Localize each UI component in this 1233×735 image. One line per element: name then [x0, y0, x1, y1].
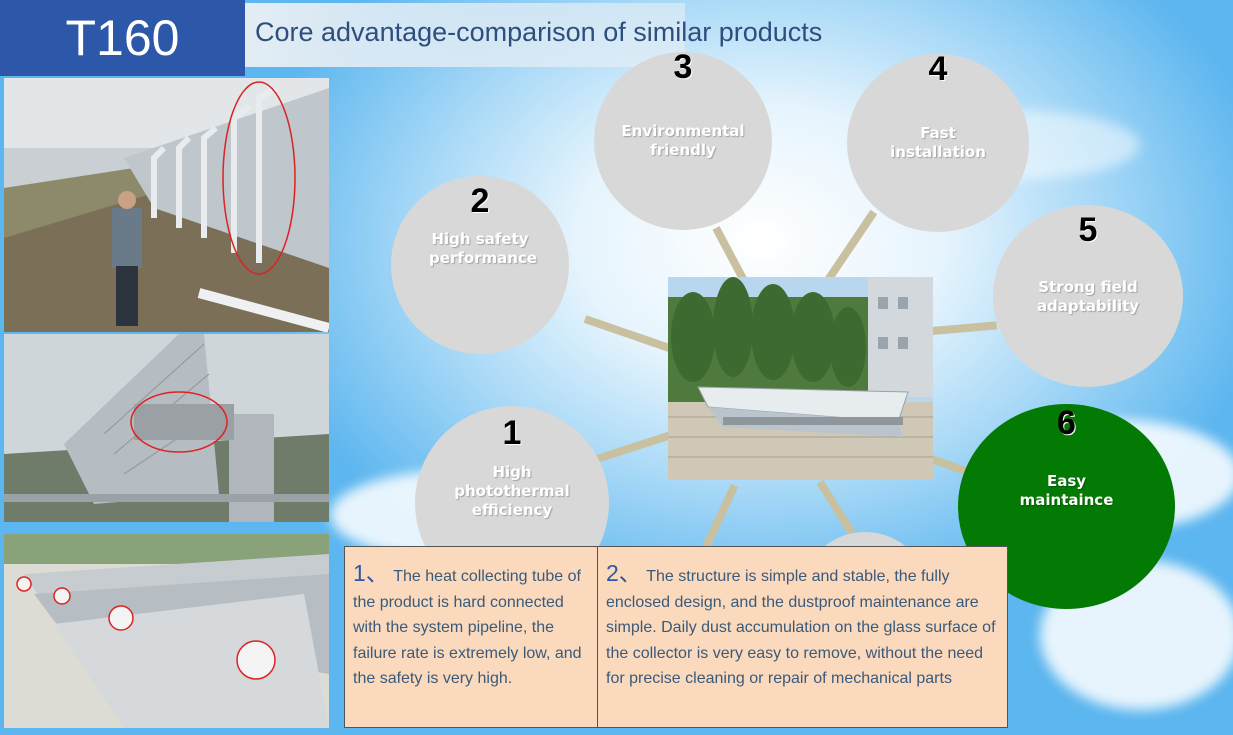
advantage-number: 2	[470, 182, 490, 220]
field-photo-collectors	[4, 534, 329, 728]
center-product-photo	[668, 277, 933, 480]
advantage-label: High safety performance	[429, 230, 538, 267]
advantage-number: 5	[1078, 211, 1098, 249]
advantage-label: Easy maintaince	[1019, 472, 1114, 509]
advantage-label: Environmental friendly	[621, 122, 745, 159]
advantage-number: 6	[1057, 404, 1076, 442]
field-photo-joint	[4, 334, 329, 522]
note-text: The heat collecting tube of the product …	[353, 568, 582, 687]
advantage-circle-4: 4 Fast installation	[847, 50, 1029, 232]
advantage-label: Strong field adaptability	[1036, 278, 1140, 315]
advantage-circle-2: 2 High safety performance	[391, 176, 569, 354]
advantage-label: High photothermal efficiency	[454, 463, 570, 519]
page-subtitle-bar: Core advantage-comparison of similar pro…	[245, 3, 822, 67]
advantage-number: 1	[502, 414, 522, 452]
product-title: T160	[0, 0, 245, 76]
advantage-number: 4	[928, 50, 948, 88]
note-box-1: 1、 The heat collecting tube of the produ…	[344, 546, 598, 728]
note-box-2: 2、 The structure is simple and stable, t…	[597, 546, 1008, 728]
advantage-number: 3	[673, 48, 693, 86]
advantage-label: Fast installation	[890, 124, 986, 161]
note-number: 1、	[353, 560, 389, 586]
note-text: The structure is simple and stable, the …	[606, 568, 996, 687]
page-subtitle: Core advantage-comparison of similar pro…	[255, 17, 823, 47]
note-number: 2、	[606, 560, 642, 586]
field-photo-pipeline	[4, 78, 329, 332]
advantage-circle-3: 3 Environmental friendly	[594, 48, 772, 230]
advantage-circle-5: 5 Strong field adaptability	[993, 205, 1183, 387]
